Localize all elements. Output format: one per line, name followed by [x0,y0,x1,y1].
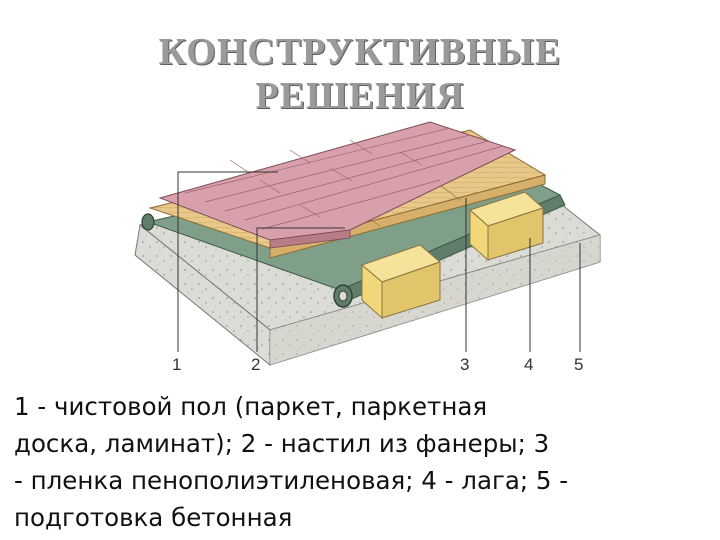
legend-caption: 1 - чистовой пол (паркет, паркетная доск… [14,388,714,536]
caption-line-4: подготовка бетонная [14,499,714,536]
callout-2: 2 [251,355,260,374]
caption-line-1: 1 - чистовой пол (паркет, паркетная [14,388,714,425]
callout-4: 4 [524,355,533,374]
caption-line-2: доска, ламинат); 2 - настил из фанеры; 3 [14,425,714,462]
callout-3: 3 [460,355,469,374]
callout-5: 5 [574,355,583,374]
callout-1: 1 [172,355,181,374]
caption-line-3: - пленка пенополиэтиленовая; 4 - лага; 5… [14,462,714,499]
